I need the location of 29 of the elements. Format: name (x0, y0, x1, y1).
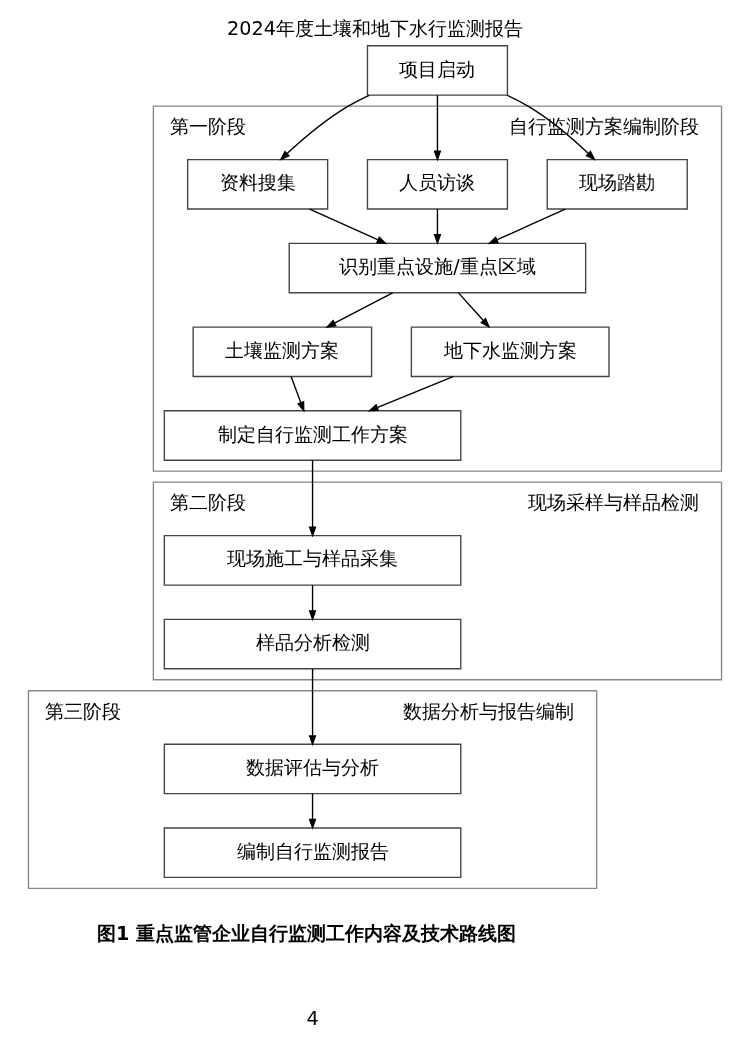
node-box: 识别重点设施/重点区域 (288, 242, 587, 294)
arrow (367, 375, 454, 412)
arrow (487, 208, 566, 245)
node-box: 制定自行监测工作方案 (163, 410, 462, 461)
arrow (457, 292, 491, 329)
arrow (308, 459, 317, 538)
arrow (433, 94, 442, 162)
node-box: 编制自行监测报告 (163, 827, 462, 879)
arrow (308, 208, 388, 245)
node-box: 现场踏勘 (546, 158, 688, 210)
node-box: 数据评估与分析 (163, 743, 462, 795)
arrow (308, 793, 317, 830)
node-box: 地下水监测方案 (410, 326, 610, 378)
arrow (506, 94, 596, 161)
arrow (325, 292, 394, 328)
node-box: 项目启动 (366, 45, 509, 96)
node-box: 现场施工与样品采集 (163, 535, 462, 586)
node-box: 资料搜集 (187, 158, 329, 210)
arrow (290, 375, 305, 413)
arrow (433, 208, 442, 246)
node-box: 人员访谈 (366, 158, 509, 210)
label: 4 (306, 1007, 319, 1031)
diagram-title: 2024年度土壤和地下水行监测报告 (227, 17, 523, 41)
arrow (279, 94, 370, 161)
arrow (308, 584, 317, 622)
node-box: 土壤监测方案 (192, 326, 373, 378)
node-box: 样品分析检测 (163, 618, 462, 670)
arrow (308, 668, 317, 747)
caption: 图1 重点监管企业自行监测工作内容及技术路线图 (97, 922, 517, 946)
